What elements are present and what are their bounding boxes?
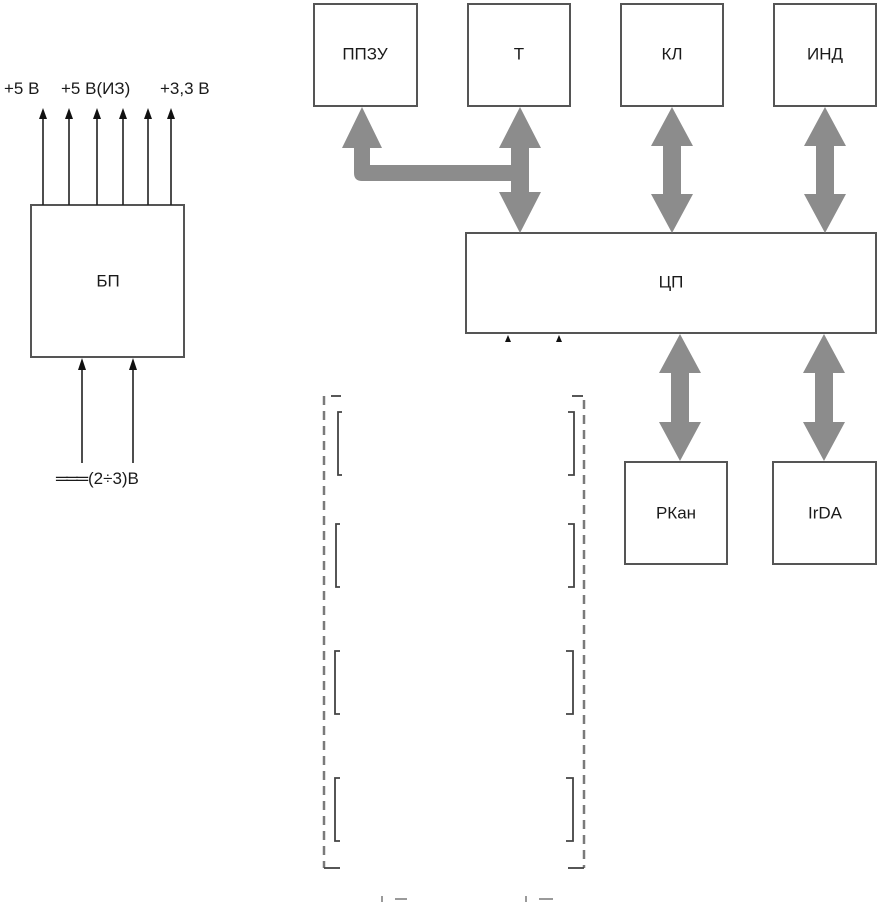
input-arrow	[129, 358, 137, 463]
cutoff-mark	[539, 898, 553, 900]
cutoff-fragments	[381, 896, 553, 902]
slot-bracket-right	[566, 777, 574, 842]
radio-channel-bus-arrow	[659, 334, 701, 461]
output-arrow	[167, 108, 175, 205]
keyboard-block[interactable]	[620, 3, 724, 107]
dashed-frame-group	[322, 395, 586, 869]
power-input-arrows	[78, 358, 137, 463]
small-arrow-tip	[505, 335, 511, 342]
indicator-block[interactable]	[773, 3, 877, 107]
output-arrow	[39, 108, 47, 205]
radio-channel-block[interactable]	[624, 461, 728, 565]
irda-bus-arrow	[803, 334, 845, 461]
slot-bracket-left	[334, 650, 340, 715]
power-output-arrows	[39, 108, 175, 205]
indicator-label: ИНД	[807, 44, 843, 63]
keyboard-bus-arrow	[651, 107, 693, 233]
irda-block[interactable]	[772, 461, 877, 565]
irda-label: IrDA	[808, 503, 843, 522]
output-arrow	[144, 108, 152, 205]
power-supply-group: БП +5 В +5 В(ИЗ) +3,3 В ═══ (2÷3)В	[4, 79, 210, 488]
output-label-5v: +5 В	[4, 79, 39, 98]
slot-bracket-left	[334, 777, 340, 842]
cpu-label: ЦП	[659, 272, 684, 291]
power-supply-label: БП	[96, 271, 119, 290]
slot-bracket-right	[568, 411, 575, 476]
small-arrow-tip	[556, 335, 562, 342]
timer-label: Т	[514, 44, 524, 63]
rom-block[interactable]	[313, 3, 418, 107]
output-label-5v-isolated: +5 В(ИЗ)	[61, 79, 130, 98]
slot-bracket-left	[335, 523, 340, 588]
cutoff-mark	[381, 896, 383, 902]
cutoff-mark	[525, 896, 527, 902]
rom-timer-bus-arrow	[342, 107, 541, 233]
output-arrow	[93, 108, 101, 205]
output-arrow	[119, 108, 127, 205]
input-arrow	[78, 358, 86, 463]
cutoff-mark	[395, 898, 407, 900]
cpu-block[interactable]	[465, 232, 877, 334]
keyboard-label: КЛ	[661, 44, 682, 63]
radio-channel-label: РКан	[656, 503, 696, 522]
timer-block[interactable]	[467, 3, 571, 107]
slot-bracket-right	[566, 650, 574, 715]
indicator-bus-arrow	[804, 107, 846, 233]
dc-symbol: ═══	[55, 469, 89, 488]
rom-label: ППЗУ	[342, 44, 388, 63]
output-arrow	[65, 108, 73, 205]
output-label-3v3: +3,3 В	[160, 79, 210, 98]
power-supply-block[interactable]	[30, 204, 185, 358]
input-voltage-label: (2÷3)В	[88, 469, 139, 488]
slot-bracket-right	[568, 523, 575, 588]
slot-bracket-left	[337, 411, 342, 476]
